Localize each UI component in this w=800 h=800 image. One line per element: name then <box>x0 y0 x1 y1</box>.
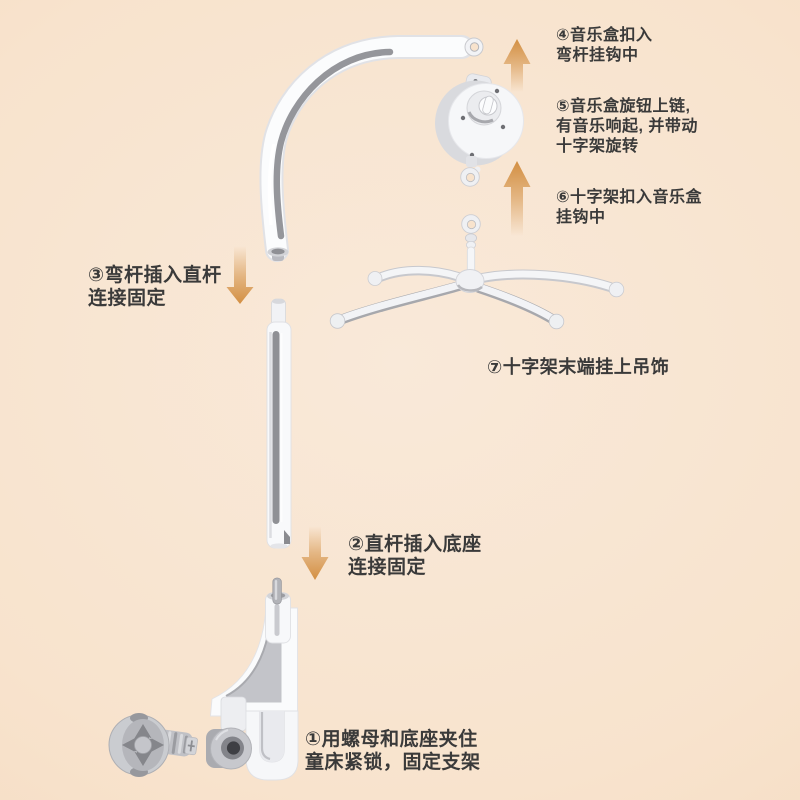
step-4-line-2: 弯杆挂钩中 <box>556 47 639 64</box>
step-1-line-2: 童床紧锁，固定支架 <box>305 752 481 773</box>
step-3-note: ③弯杆插入直杆 连接固定 <box>88 264 222 310</box>
step-3-line-2: 连接固定 <box>88 288 167 309</box>
up-arrow-icon <box>503 161 531 236</box>
music-box-hook <box>460 156 481 187</box>
step-6-line-1: ⑥十字架扣入音乐盒 <box>556 189 703 206</box>
step-3-line-1: ③弯杆插入直杆 <box>88 265 222 286</box>
assembly-arrows <box>226 39 531 580</box>
step-2-line-1: ②直杆插入底座 <box>348 534 482 555</box>
step-4-line-1: ④音乐盒扣入 <box>556 27 653 44</box>
step-6-line-2: 挂钩中 <box>556 209 606 226</box>
bent-rod-hook-eye <box>464 37 484 57</box>
base-clamp <box>206 577 299 781</box>
down-arrow-icon <box>226 246 254 304</box>
step-1-note: ①用螺母和底座夹住 童床紧锁，固定支架 <box>305 728 481 774</box>
step-2-line-2: 连接固定 <box>348 557 427 578</box>
bent-rod <box>259 35 484 262</box>
step-5-note: ⑤音乐盒旋钮上链, 有音乐响起, 并带动 十字架旋转 <box>556 97 698 157</box>
step-6-note: ⑥十字架扣入音乐盒 挂钩中 <box>556 188 702 228</box>
step-4-note: ④音乐盒扣入 弯杆挂钩中 <box>556 26 653 66</box>
screw-boss <box>206 727 252 770</box>
base-socket-pin <box>272 577 282 605</box>
down-arrow-icon <box>301 526 329 580</box>
cross-hook-eye <box>461 214 481 234</box>
step-5-line-2: 有音乐响起, 并带动 <box>556 118 698 135</box>
step-7-note: ⑦十字架末端挂上吊饰 <box>487 356 669 379</box>
step-5-line-3: 十字架旋转 <box>556 138 639 155</box>
winding-knob <box>466 90 502 126</box>
step-5-line-1: ⑤音乐盒旋钮上链, <box>556 98 691 115</box>
step-2-note: ②直杆插入底座 连接固定 <box>348 533 482 579</box>
music-box <box>435 73 524 187</box>
hanging-cross-frame <box>329 214 625 330</box>
lock-screw-knob <box>108 713 198 777</box>
step-1-line-1: ①用螺母和底座夹住 <box>305 729 478 750</box>
rail-clamp-channel <box>245 710 299 781</box>
straight-rod <box>266 298 292 549</box>
up-arrow-icon <box>503 39 531 92</box>
step-7-line-1: ⑦十字架末端挂上吊饰 <box>487 357 670 377</box>
